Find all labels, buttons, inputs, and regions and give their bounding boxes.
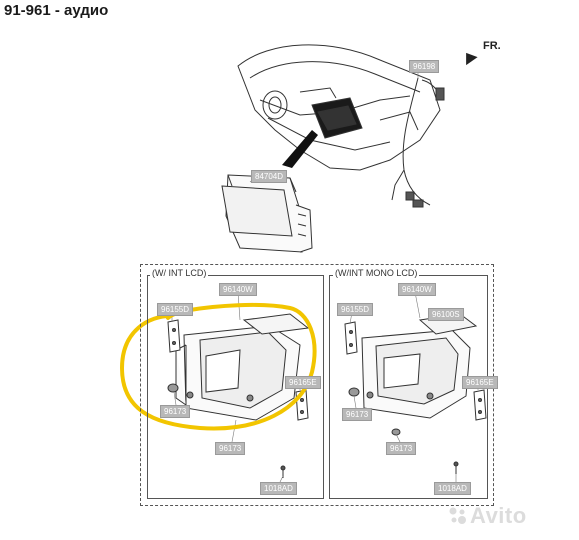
page-title: 91-961 - аудио	[4, 2, 109, 19]
part-tag-lcd-screw: 1018AD	[260, 482, 297, 495]
mono-bracket-left-illustration	[344, 321, 358, 355]
lcd-bracket-left-illustration	[167, 319, 181, 353]
mono-bracket-right-illustration	[473, 389, 487, 421]
lcd-variant-title: (W/ INT LCD)	[150, 268, 209, 278]
pointer-arrow-icon	[282, 130, 318, 168]
part-tag-wiring: 96198	[409, 60, 440, 73]
part-tag-lcd-bracket-right: 96165E	[285, 376, 321, 389]
lcd-knob-illustration	[167, 383, 179, 393]
part-tag-lcd-main: 96140W	[219, 283, 257, 296]
watermark: Avito	[470, 503, 527, 528]
part-tag-mono-bracket-right: 96165E	[462, 376, 498, 389]
mono-screw-illustration	[453, 461, 459, 474]
part-tag-mono-screw: 1018AD	[434, 482, 471, 495]
part-tag-overview-unit: 84704D	[251, 170, 288, 183]
lcd-head-unit-illustration	[175, 313, 310, 421]
part-tag-lcd-bracket-left: 96155D	[157, 303, 194, 316]
lcd-variant-frame	[147, 275, 324, 499]
dashboard-illustration	[237, 44, 441, 171]
part-tag-lcd-knob-lower: 96173	[215, 442, 246, 455]
part-tag-mono-display: 96100S	[428, 308, 464, 321]
avito-logo-icon	[449, 507, 466, 524]
part-tag-mono-knob: 96173	[342, 408, 373, 421]
part-tag-lcd-knob: 96173	[160, 405, 191, 418]
front-direction-label: FR.	[483, 40, 501, 52]
part-tag-mono-bracket-left: 96155D	[337, 303, 374, 316]
wiring-harness-illustration	[391, 77, 445, 208]
lcd-screw-illustration	[280, 465, 286, 478]
mono-variant-title: (W/INT MONO LCD)	[333, 268, 420, 278]
part-tag-mono-knob-lower: 96173	[386, 442, 417, 455]
mono-knob-illustration	[348, 387, 401, 436]
part-tag-mono-main: 96140W	[398, 283, 436, 296]
overview-head-unit-illustration	[221, 174, 313, 253]
